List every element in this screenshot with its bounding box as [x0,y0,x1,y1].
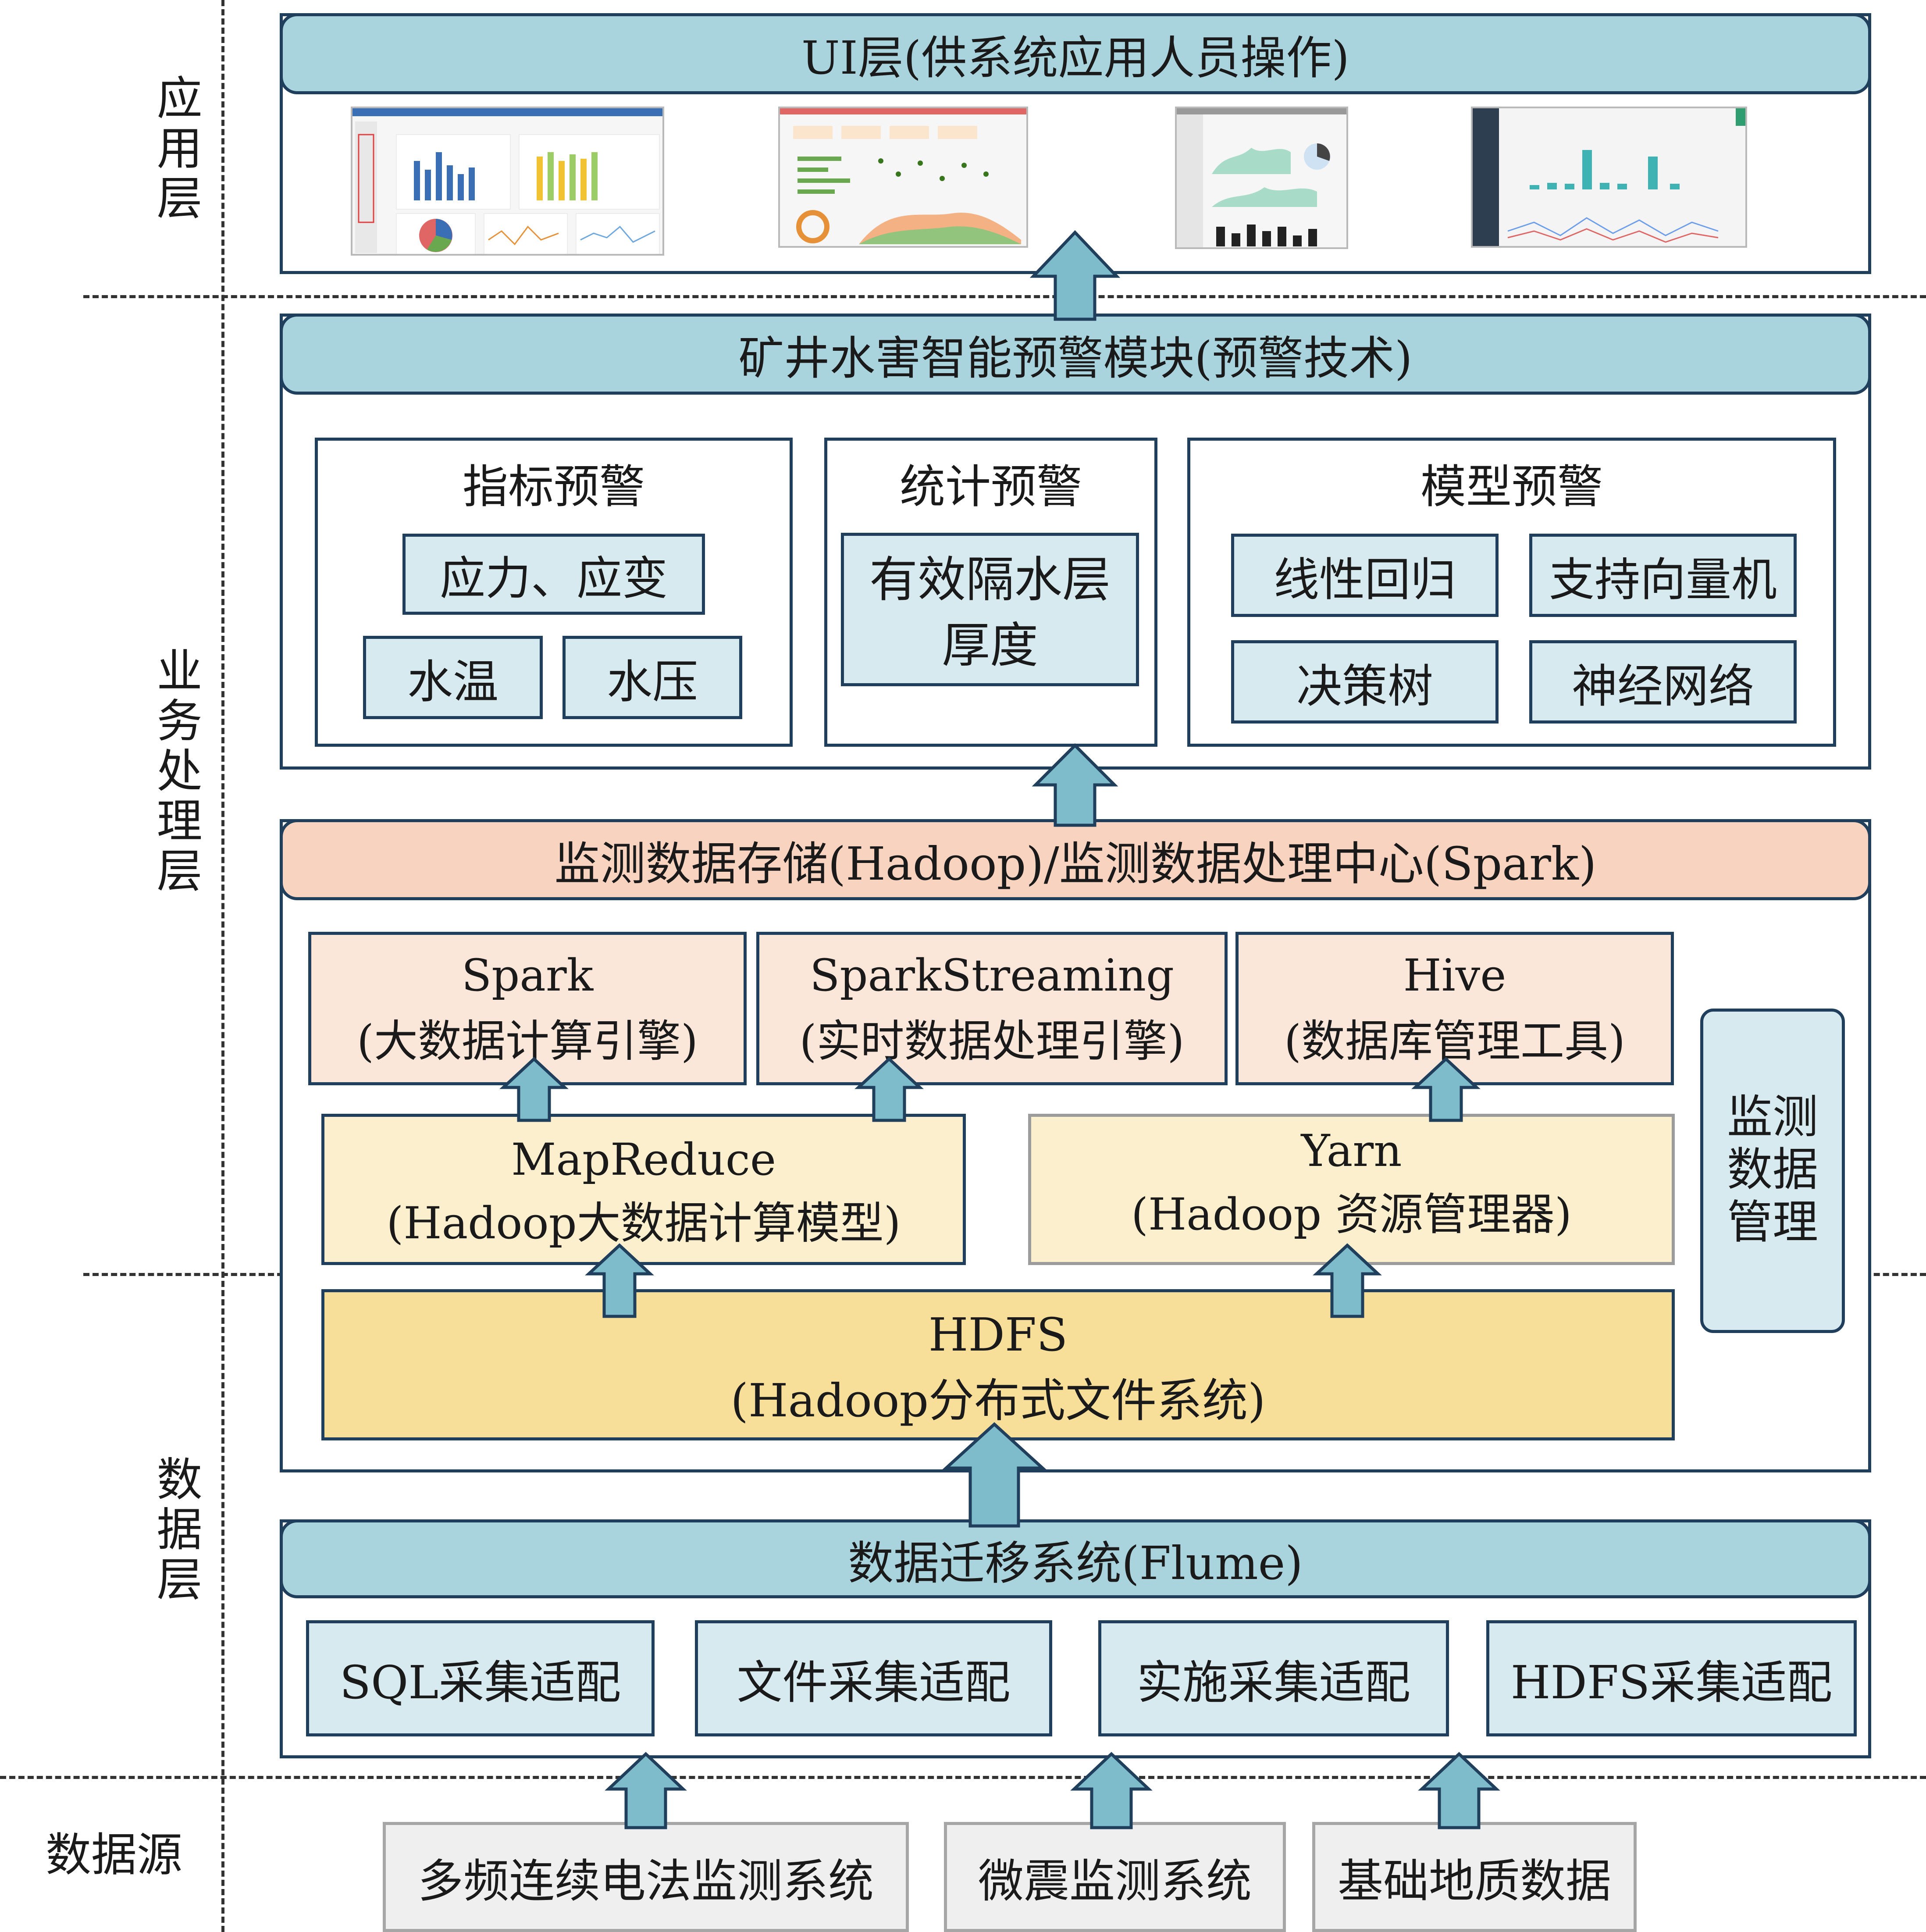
spark-subtitle: (大数据计算引擎) [356,1016,698,1067]
hive-subtitle: (数据库管理工具) [1284,1016,1626,1067]
layer-label-app: 应用层 [149,74,202,224]
aquiclude-thickness-box: 有效隔水层 厚度 [841,533,1139,686]
dashboard-screenshot-1 [351,107,664,256]
water-pressure-box: 水压 [562,636,742,719]
decision-tree-box: 决策树 [1231,640,1499,724]
file-adapter-box: 文件采集适配 [695,1620,1052,1736]
flume-header: 数据迁移系统(Flume) [280,1519,1871,1598]
dashboard-thumbnail-2 [780,108,1026,244]
dashboard-screenshot-3 [1175,107,1348,249]
layer-label-data: 数据层 [149,1455,202,1605]
mapreduce-subtitle: (Hadoop大数据计算模型) [386,1198,901,1249]
spark-box: Spark (大数据计算引擎) [308,932,747,1085]
warning-module-header: 矿井水害智能预警模块(预警技术) [280,314,1871,395]
geology-data-source: 基础地质数据 [1312,1822,1637,1932]
hive-box: Hive (数据库管理工具) [1235,932,1674,1085]
dashboard-screenshot-2 [778,107,1028,248]
layer-divider-app-business [83,295,1926,298]
dashboard-screenshot-4 [1471,107,1747,248]
hive-title: Hive [1403,950,1506,1001]
statistical-warning-title: 统计预警 [899,460,1082,513]
storage-center-header: 监测数据存储(Hadoop)/监测数据处理中心(Spark) [280,819,1871,900]
ui-layer-header: UI层(供系统应用人员操作) [280,13,1871,94]
spark-streaming-subtitle: (实时数据处理引擎) [799,1016,1185,1067]
layer-label-source: 数据源 [45,1828,182,1882]
spark-streaming-title: SparkStreaming [809,950,1175,1001]
dashboard-thumbnail-1 [352,108,662,254]
spark-streaming-box: SparkStreaming (实时数据处理引擎) [756,932,1228,1085]
arrow-source1-to-flume [605,1752,687,1829]
neural-network-box: 神经网络 [1529,640,1797,724]
dashboard-thumbnail-4 [1473,108,1745,246]
layer-label-business: 业务处理层 [149,647,202,897]
arrow-source2-to-flume [1070,1752,1153,1829]
stress-strain-box: 应力、应变 [402,534,705,615]
yarn-subtitle: (Hadoop 资源管理器) [1131,1189,1572,1240]
yarn-title: Yarn [1301,1125,1402,1176]
model-warning-title: 模型预警 [1420,460,1603,513]
aquiclude-thickness-line1: 有效隔水层 [869,552,1111,608]
aquiclude-thickness-line2: 厚度 [942,617,1038,674]
indicator-warning-title: 指标预警 [462,460,645,513]
monitor-mgmt-line1: 监测 [1727,1090,1818,1144]
sql-adapter-box: SQL采集适配 [306,1620,655,1736]
hdfs-adapter-box: HDFS采集适配 [1486,1620,1857,1736]
svm-box: 支持向量机 [1529,534,1797,617]
mapreduce-box: MapReduce (Hadoop大数据计算模型) [321,1114,966,1265]
hdfs-title: HDFS [928,1308,1068,1362]
linear-regression-box: 线性回归 [1231,534,1499,617]
realtime-adapter-box: 实施采集适配 [1098,1620,1449,1736]
monitor-mgmt-line2: 数据 [1727,1143,1818,1196]
layer-divider-data-source [0,1776,1926,1779]
layer-divider-vertical [221,0,224,1932]
arrow-source3-to-flume [1418,1752,1500,1829]
yarn-box: Yarn (Hadoop 资源管理器) [1028,1114,1675,1265]
monitor-mgmt-line3: 管理 [1727,1195,1818,1249]
microseismic-source: 微震监测系统 [944,1822,1286,1932]
monitor-data-management-box: 监测 数据 管理 [1700,1009,1845,1333]
water-temperature-box: 水温 [363,636,543,719]
hdfs-box: HDFS (Hadoop分布式文件系统) [321,1289,1675,1440]
dashboard-thumbnail-3 [1177,108,1346,247]
multi-frequency-electric-source: 多频连续电法监测系统 [383,1822,909,1932]
mapreduce-title: MapReduce [511,1134,776,1185]
spark-title: Spark [461,950,594,1001]
hdfs-subtitle: (Hadoop分布式文件系统) [730,1374,1266,1427]
